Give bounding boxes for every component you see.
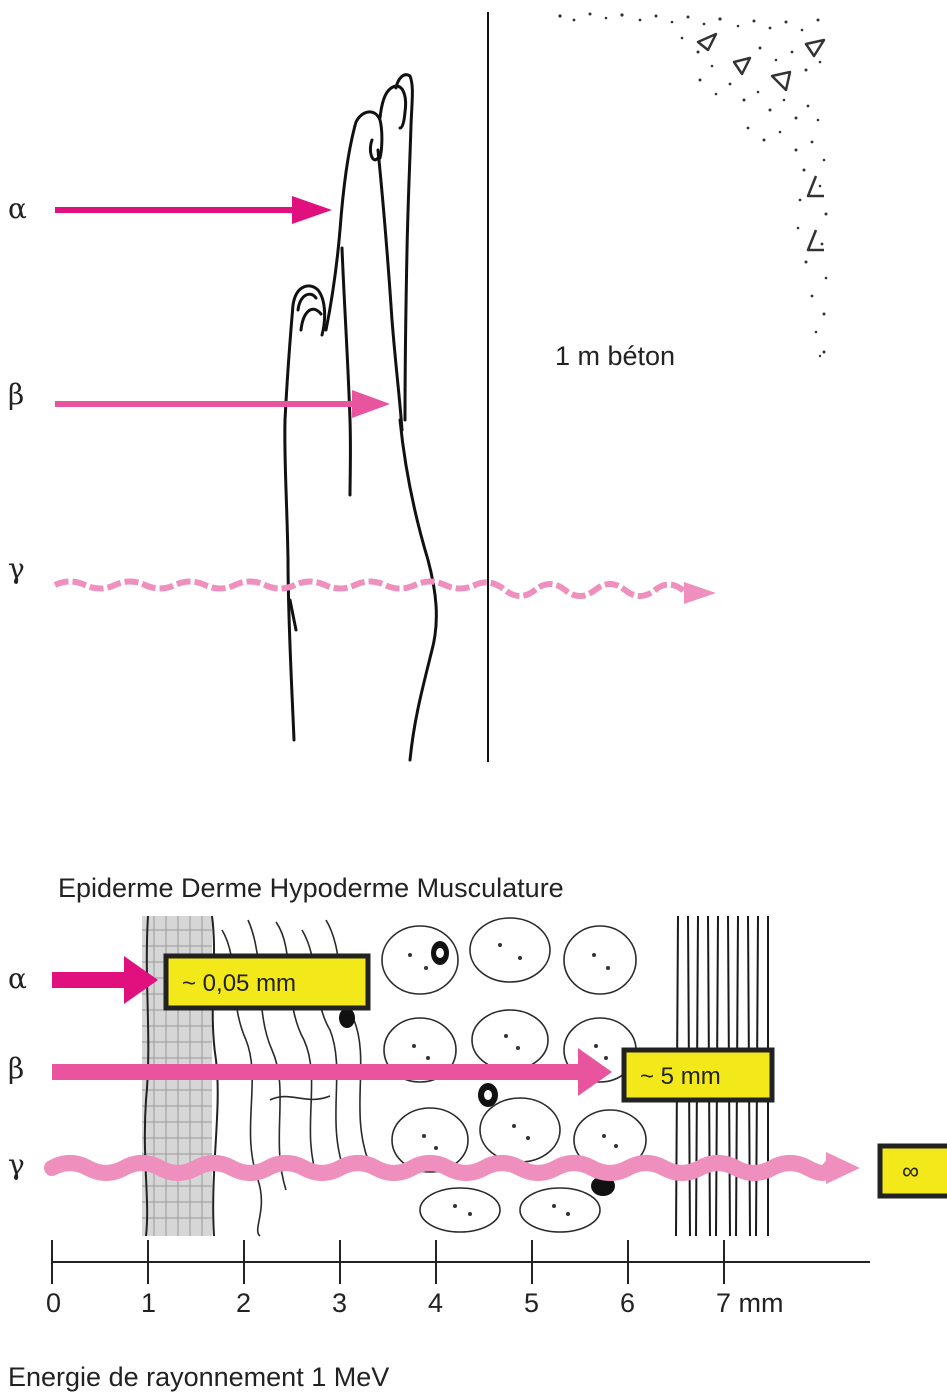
alpha-penetration-tag: ~ 0,05 mm — [166, 956, 368, 1008]
bottom-panel: Epiderme Derme Hypoderme Musculature — [8, 873, 947, 1392]
tissue-layers-heading: Epiderme Derme Hypoderme Musculature — [58, 873, 564, 903]
alpha-penetration-value: ~ 0,05 mm — [182, 970, 296, 997]
bottom-gamma-label: γ — [8, 1148, 25, 1181]
energy-note: Energie de rayonnement 1 MeV — [8, 1362, 389, 1392]
concrete-speckle — [558, 13, 827, 358]
dermis-cell — [339, 1008, 355, 1028]
scale-label-6: 6 — [620, 1288, 635, 1318]
beta-penetration-value: ~ 5 mm — [640, 1063, 721, 1090]
bottom-alpha-label: α — [8, 962, 27, 995]
concrete-stones — [698, 34, 824, 250]
top-beta-arrow — [55, 390, 390, 418]
gamma-penetration-value: ∞ — [902, 1158, 919, 1185]
top-beta-label: β — [8, 378, 24, 411]
scale-label-1: 1 — [141, 1288, 156, 1318]
scale-label-4: 4 — [428, 1288, 443, 1318]
top-panel: α β γ — [8, 12, 828, 762]
scale-label-2: 2 — [236, 1288, 251, 1318]
scale-label-3: 3 — [332, 1288, 347, 1318]
bottom-beta-label: β — [8, 1052, 24, 1085]
top-alpha-arrow — [55, 196, 332, 224]
gamma-penetration-tag: ∞ — [880, 1146, 947, 1196]
beta-penetration-tag: ~ 5 mm — [624, 1050, 772, 1100]
scale-label-0: 0 — [46, 1288, 61, 1318]
scale-label-5: 5 — [524, 1288, 539, 1318]
concrete-thickness-label: 1 m béton — [555, 341, 675, 371]
depth-scale: 0 1 2 3 4 5 6 7 mm — [46, 1240, 870, 1318]
scale-label-7: 7 mm — [716, 1288, 784, 1318]
top-gamma-label: γ — [8, 552, 25, 585]
top-alpha-label: α — [8, 192, 27, 225]
hand-illustration — [285, 75, 437, 760]
top-gamma-wave — [55, 582, 716, 605]
